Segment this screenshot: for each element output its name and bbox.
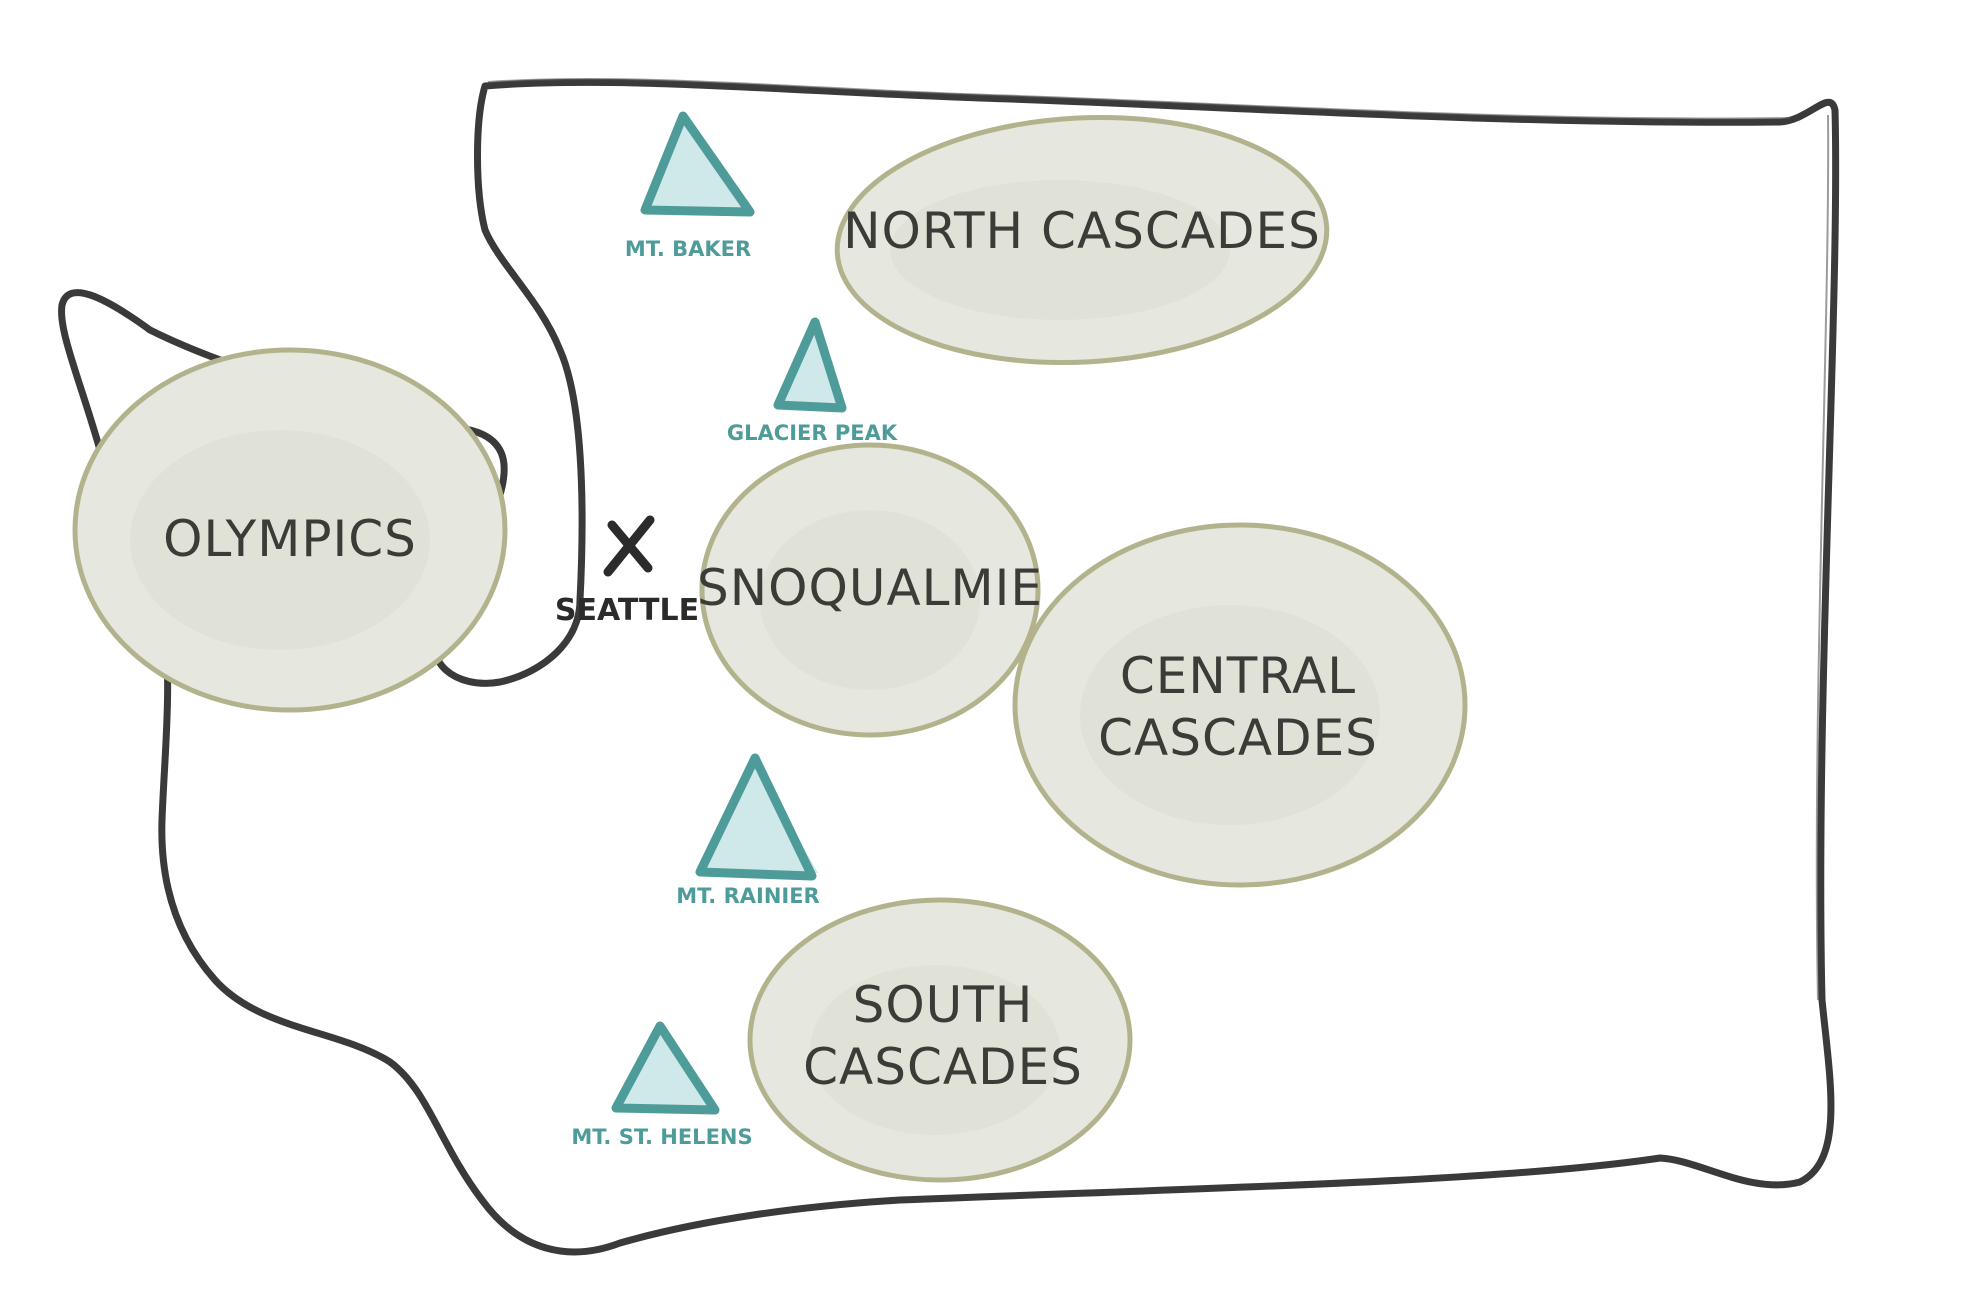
region-snoqualmie: SNOQUALMIE bbox=[697, 442, 1043, 738]
region-south-cascades: SOUTH CASCADES bbox=[747, 897, 1133, 1183]
region-central-cascades: CENTRAL CASCADES bbox=[1012, 522, 1468, 888]
region-label: SOUTH bbox=[853, 976, 1034, 1034]
peak-label: MT. RAINIER bbox=[676, 884, 819, 908]
city-label: SEATTLE bbox=[555, 593, 699, 628]
mountain-triangle-icon bbox=[611, 1021, 720, 1115]
peak-label: GLACIER PEAK bbox=[727, 421, 898, 445]
region-label: NORTH CASCADES bbox=[843, 202, 1321, 260]
region-label: SNOQUALMIE bbox=[697, 559, 1043, 617]
mountain-triangle-icon bbox=[695, 753, 818, 881]
region-label: CASCADES bbox=[803, 1038, 1083, 1096]
peak-mt-rainier: MT. RAINIER bbox=[676, 753, 820, 908]
city-seattle: SEATTLE bbox=[555, 515, 699, 628]
region-label: CASCADES bbox=[1098, 709, 1378, 767]
peak-mt-st-helens: MT. ST. HELENS bbox=[571, 1021, 753, 1149]
peak-label: MT. BAKER bbox=[625, 237, 751, 261]
region-olympics: OLYMPICS bbox=[72, 347, 508, 713]
region-label: OLYMPICS bbox=[163, 510, 417, 568]
region-north-cascades: NORTH CASCADES bbox=[834, 114, 1330, 366]
mountain-triangle-icon bbox=[640, 111, 755, 217]
peak-mt-baker: MT. BAKER bbox=[625, 111, 755, 261]
peak-label: MT. ST. HELENS bbox=[571, 1125, 752, 1149]
peak-glacier-peak: GLACIER PEAK bbox=[727, 317, 898, 445]
x-marker-icon bbox=[603, 515, 655, 577]
mountain-triangle-icon bbox=[773, 317, 847, 413]
region-label: CENTRAL bbox=[1120, 647, 1356, 705]
